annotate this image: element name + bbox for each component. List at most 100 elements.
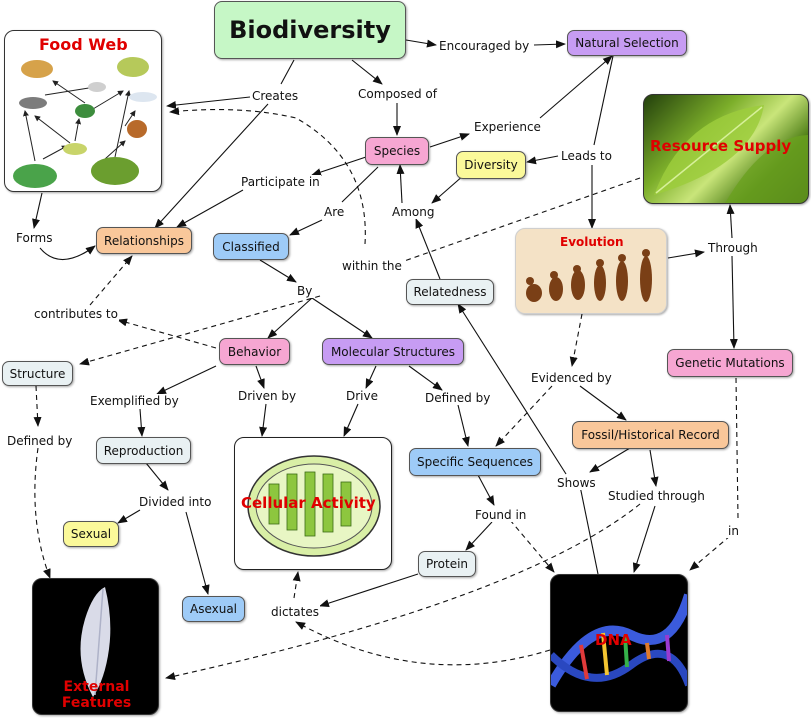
link-leads-to: Leads to [560,149,613,163]
edge-line [569,313,583,367]
edge-line [165,503,641,680]
external-features-title: External Features [61,679,132,711]
edge-line [79,295,321,366]
link-encouraged-by: Encouraged by [438,39,531,53]
reproduction-node[interactable]: Reproduction [96,437,191,464]
edge-line [34,447,51,579]
edge-line [351,59,383,85]
edge-line [137,408,146,437]
natural-selection-node[interactable]: Natural Selection [567,30,687,56]
edge-line [389,177,641,267]
edge-line [431,174,465,204]
link-are: Are [323,205,346,219]
leaf-illustration [654,105,808,203]
edge-line [255,365,265,389]
edge-line [267,297,313,339]
edge-line [343,403,359,437]
edge-line [632,505,656,573]
edge-line [405,39,437,48]
edge-line [33,385,42,427]
food-web-illustration [13,57,157,188]
food-web-title: Food Web [39,35,128,54]
link-among: Among [391,205,436,219]
edge-line [509,519,555,573]
edge-line [280,59,295,85]
fossil-record-node[interactable]: Fossil/Historical Record [572,421,729,449]
edge-line [526,155,559,165]
relatedness-node[interactable]: Relatedness [406,279,494,305]
food-web-node[interactable]: Food Web [4,30,162,192]
biodiversity-title-node[interactable]: Biodiversity [214,1,406,59]
edge-line [319,573,419,608]
link-studied-through: Studied through [607,489,706,503]
edge-line [726,204,735,239]
edge-line [185,511,210,595]
edge-line [649,449,659,487]
edge-line [89,255,133,306]
edge-line [457,404,470,447]
external-features-node[interactable]: External Features [32,578,159,715]
chloroplast-illustration [247,455,381,557]
edge-line [579,485,599,575]
link-exemplified-by: Exemplified by [89,394,180,408]
link-in: in [727,524,740,538]
link-driven-by: Driven by [237,389,298,403]
link-divided-into: Divided into [138,495,213,509]
link-participate-in: Participate in [240,175,321,189]
protein-node[interactable]: Protein [418,551,476,577]
edge-line [579,385,627,421]
edge-line [689,535,731,571]
cellular-activity-title: Cellular Activity [241,494,376,512]
resource-supply-node[interactable]: Resource Supply [643,94,809,204]
asexual-node[interactable]: Asexual [182,596,245,622]
edge-line [292,571,301,599]
edge-line [259,403,268,437]
edge-line [117,509,141,524]
link-composed-of: Composed of [357,87,439,101]
edge-line [154,103,269,229]
link-experience: Experience [473,120,542,134]
edge-line [533,40,566,49]
edge-line [457,303,567,475]
link-within-the: within the [341,259,403,273]
edge-line [735,377,739,519]
structure-node[interactable]: Structure [2,361,73,386]
link-contributes-to: contributes to [33,307,119,321]
edge-line [477,474,495,506]
edge-line [589,447,631,473]
relationships-node[interactable]: Relationships [96,227,192,254]
feather-illustration [80,587,111,697]
edge-line [289,219,323,236]
dna-node[interactable]: DNA [550,574,688,712]
link-drive: Drive [345,389,379,403]
edge-line [465,521,493,551]
link-dictates: dictates [270,605,320,619]
diversity-node[interactable]: Diversity [456,151,526,179]
genetic-mutations-node[interactable]: Genetic Mutations [667,349,793,377]
dna-title: DNA [595,631,632,649]
link-forms: Forms [15,231,54,245]
edge-line [166,96,251,110]
classified-node[interactable]: Classified [213,233,289,260]
edge-line [415,218,441,280]
edge-line [396,164,405,204]
cellular-activity-node[interactable]: Cellular Activity [234,437,392,570]
species-node[interactable]: Species [365,137,429,165]
link-defined-by-molecular: Defined by [424,391,492,405]
edge-line [365,365,377,389]
edge-line [295,621,551,666]
edge-line [117,318,217,349]
link-defined-by-structure: Defined by [6,434,74,448]
edge-line [311,156,367,176]
behavior-node[interactable]: Behavior [219,338,290,365]
evolution-title: Evolution [560,235,624,249]
dna-helix-illustration [551,593,687,688]
specific-sequences-node[interactable]: Specific Sequences [409,448,541,476]
link-creates: Creates [251,89,300,103]
sexual-node[interactable]: Sexual [63,521,119,547]
edge-line [145,462,169,491]
edge-line [667,249,705,259]
evolution-node[interactable]: Evolution [515,228,667,314]
molecular-structures-node[interactable]: Molecular Structures [322,338,464,365]
